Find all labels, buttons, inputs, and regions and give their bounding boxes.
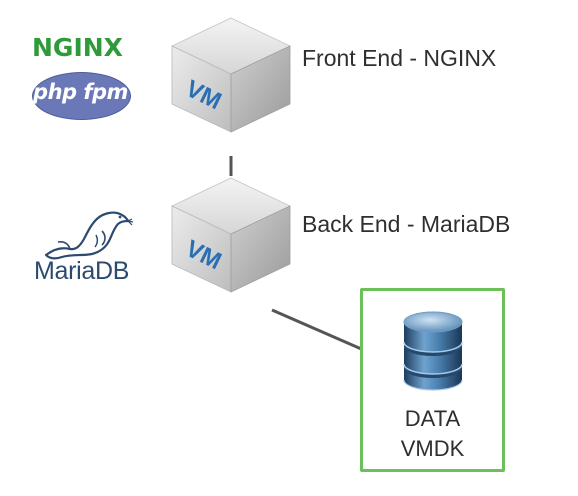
vm-cube-icon: VM (171, 177, 291, 293)
frontend-label: Front End - NGINX (302, 45, 497, 71)
phpfpm-logo: php fpm (32, 72, 131, 120)
mariadb-logo: MariaDB (32, 205, 142, 289)
data-vmdk-label: DATA VMDK (362, 404, 503, 464)
data-vmdk-label-line1: DATA (404, 406, 461, 431)
frontend-vm-node[interactable]: VM (170, 16, 292, 134)
database-icon (403, 311, 463, 391)
backend-label: Back End - MariaDB (302, 211, 511, 237)
phpfpm-logo-text: php fpm (33, 80, 128, 104)
phpfpm-logo-oval (32, 72, 131, 120)
mariadb-seal-icon (44, 211, 134, 260)
vm-cube-icon: VM (171, 17, 291, 133)
nginx-logo: NGINX (32, 33, 123, 62)
mariadb-logo-text: MariaDB (34, 257, 130, 285)
data-vmdk-label-line2: VMDK (400, 436, 465, 461)
backend-vm-node[interactable]: VM (170, 176, 292, 294)
